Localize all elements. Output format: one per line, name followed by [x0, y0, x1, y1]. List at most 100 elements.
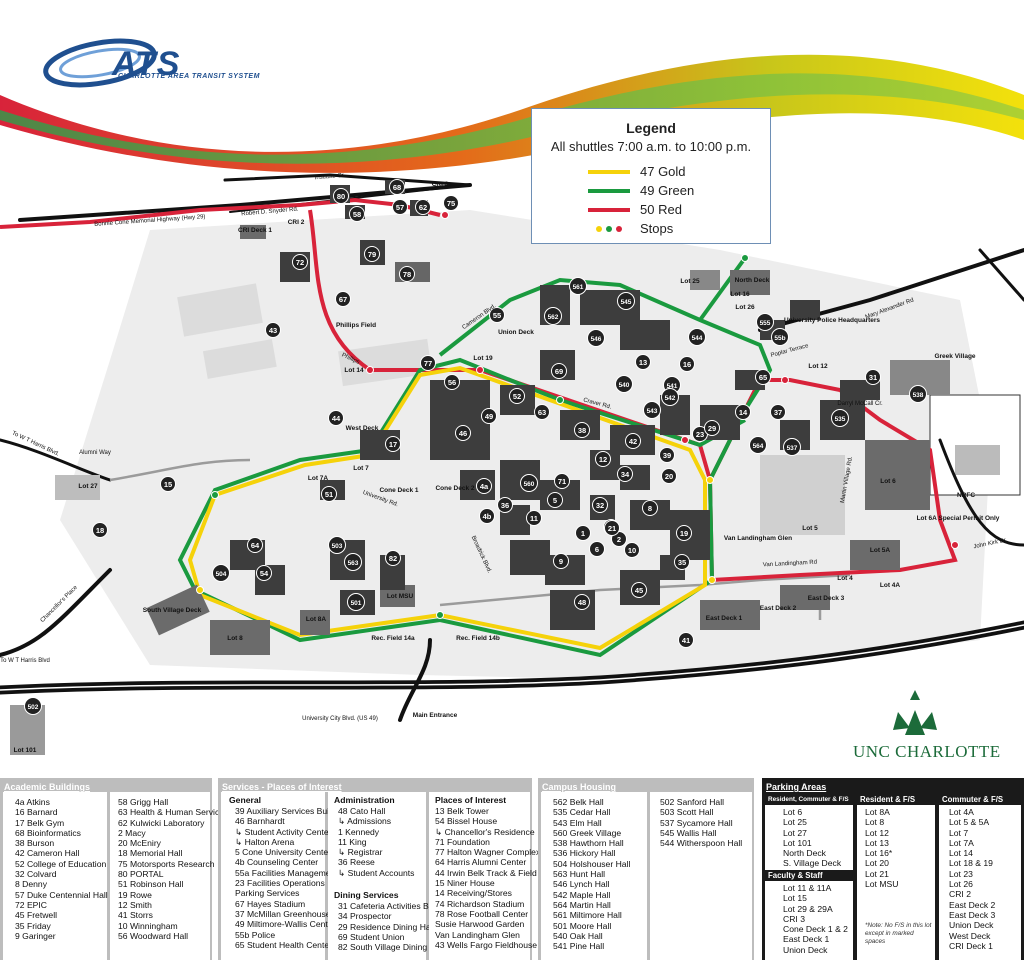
- marker-number: 78: [403, 270, 411, 279]
- building-marker-5[interactable]: 5: [547, 492, 563, 508]
- building-marker-39[interactable]: 39: [659, 447, 675, 463]
- building-marker-546[interactable]: 546: [587, 329, 605, 347]
- marker-number: 79: [368, 250, 376, 259]
- building-marker-72[interactable]: 72: [292, 254, 308, 270]
- building-marker-38[interactable]: 38: [574, 422, 590, 438]
- building-marker-63[interactable]: 63: [534, 404, 550, 420]
- academic-building-item: 52 College of Education: [15, 858, 107, 869]
- building-marker-78[interactable]: 78: [399, 266, 415, 282]
- building-marker-67[interactable]: 67: [335, 291, 351, 307]
- marker-number: 12: [599, 455, 607, 464]
- building-marker-36[interactable]: 36: [497, 497, 513, 513]
- building-marker-31[interactable]: 31: [865, 369, 881, 385]
- building-marker-71[interactable]: 71: [554, 473, 570, 489]
- building-marker-46[interactable]: 46: [455, 425, 471, 441]
- building-marker-10[interactable]: 10: [624, 542, 640, 558]
- building-marker-542[interactable]: 542: [661, 388, 679, 406]
- building-marker-80[interactable]: 80: [333, 188, 349, 204]
- building-marker-543[interactable]: 543: [643, 401, 661, 419]
- building-marker-18[interactable]: 18: [92, 522, 108, 538]
- building-marker-52[interactable]: 52: [509, 388, 525, 404]
- marker-number: 6: [595, 545, 599, 554]
- building-marker-69[interactable]: 69: [551, 363, 567, 379]
- building-marker-1[interactable]: 1: [575, 525, 591, 541]
- building-marker-44[interactable]: 44: [328, 410, 344, 426]
- building-marker-43[interactable]: 43: [265, 322, 281, 338]
- building-marker-538[interactable]: 538: [909, 385, 927, 403]
- building-marker-41[interactable]: 41: [678, 632, 694, 648]
- services-header: Services - Places of Interest: [222, 782, 342, 792]
- building-marker-34[interactable]: 34: [617, 466, 633, 482]
- place-label: Lot MSU: [387, 593, 414, 600]
- building-marker-19[interactable]: 19: [676, 525, 692, 541]
- building-marker-545[interactable]: 545: [617, 292, 635, 310]
- building-marker-502[interactable]: 502: [24, 697, 42, 715]
- building-marker-13[interactable]: 13: [635, 354, 651, 370]
- building-marker-4a[interactable]: 4a: [476, 478, 492, 494]
- building-marker-58[interactable]: 58: [349, 206, 365, 222]
- marker-number: 54: [260, 569, 269, 578]
- building-marker-544[interactable]: 544: [688, 328, 706, 346]
- marker-circle: [659, 447, 675, 463]
- building-marker-8[interactable]: 8: [642, 500, 658, 516]
- building-marker-14[interactable]: 14: [735, 404, 751, 420]
- building-marker-504[interactable]: 504: [212, 564, 230, 582]
- academic-building-item: 68 Bioinformatics: [15, 827, 81, 838]
- building-marker-4b[interactable]: 4b: [479, 508, 495, 524]
- building-marker-51[interactable]: 51: [321, 486, 337, 502]
- building-marker-35[interactable]: 35: [674, 554, 690, 570]
- building-marker-79[interactable]: 79: [364, 246, 380, 262]
- building-marker-561[interactable]: 561: [569, 277, 587, 295]
- building-marker-75[interactable]: 75: [443, 195, 459, 211]
- building-marker-55[interactable]: 55: [489, 307, 505, 323]
- building-marker-54[interactable]: 54: [256, 565, 272, 581]
- general-service-item: 39 Auxiliary Services Building: [235, 806, 348, 816]
- building-marker-9[interactable]: 9: [553, 553, 569, 569]
- building-marker-16[interactable]: 16: [679, 356, 695, 372]
- parking-commuter-item: East Deck 3: [949, 909, 996, 920]
- building-marker-55b[interactable]: 55b: [771, 328, 789, 346]
- building-marker-65[interactable]: 65: [755, 369, 771, 385]
- building-marker-11[interactable]: 11: [526, 510, 542, 526]
- building-marker-540[interactable]: 540: [615, 375, 633, 393]
- building-marker-68[interactable]: 68: [389, 179, 405, 195]
- building-marker-564[interactable]: 564: [749, 436, 767, 454]
- building-marker-37[interactable]: 37: [770, 404, 786, 420]
- building-marker-6[interactable]: 6: [589, 541, 605, 557]
- marker-circle: [415, 199, 431, 215]
- parking-areas-header: Parking Areas: [766, 782, 827, 792]
- legend-route-green: 49 Green: [588, 183, 694, 198]
- building-marker-17[interactable]: 17: [385, 436, 401, 452]
- building-marker-555[interactable]: 555: [756, 313, 774, 331]
- building-marker-56[interactable]: 56: [444, 374, 460, 390]
- building-marker-560[interactable]: 560: [520, 474, 538, 492]
- marker-circle: [678, 632, 694, 648]
- marker-number: 38: [578, 426, 586, 435]
- building-marker-537[interactable]: 537: [783, 438, 801, 456]
- building-marker-82[interactable]: 82: [385, 550, 401, 566]
- building-marker-62[interactable]: 62: [415, 199, 431, 215]
- building-marker-49[interactable]: 49: [481, 408, 497, 424]
- building-marker-12[interactable]: 12: [595, 451, 611, 467]
- building-marker-563[interactable]: 563: [344, 553, 362, 571]
- building-marker-48[interactable]: 48: [574, 594, 590, 610]
- place-label: Lot 4: [837, 575, 853, 582]
- building-marker-501[interactable]: 501: [347, 593, 365, 611]
- building-marker-32[interactable]: 32: [592, 497, 608, 513]
- building-marker-29[interactable]: 29: [704, 420, 720, 436]
- building-marker-535[interactable]: 535: [831, 409, 849, 427]
- building-marker-45[interactable]: 45: [631, 582, 647, 598]
- building-marker-503[interactable]: 503: [328, 536, 346, 554]
- building-marker-77[interactable]: 77: [420, 355, 436, 371]
- building-marker-64[interactable]: 64: [247, 537, 263, 553]
- building-marker-562[interactable]: 562: [544, 307, 562, 325]
- parking-commuter-item: Lot 4A: [949, 807, 974, 817]
- building-marker-57[interactable]: 57: [392, 199, 408, 215]
- building-marker-15[interactable]: 15: [160, 476, 176, 492]
- building-marker-20[interactable]: 20: [661, 468, 677, 484]
- general-service-item: 67 Hayes Stadium: [235, 898, 306, 909]
- building-marker-42[interactable]: 42: [625, 433, 641, 449]
- building-marker-21[interactable]: 21: [604, 520, 620, 536]
- marker-circle: [444, 374, 460, 390]
